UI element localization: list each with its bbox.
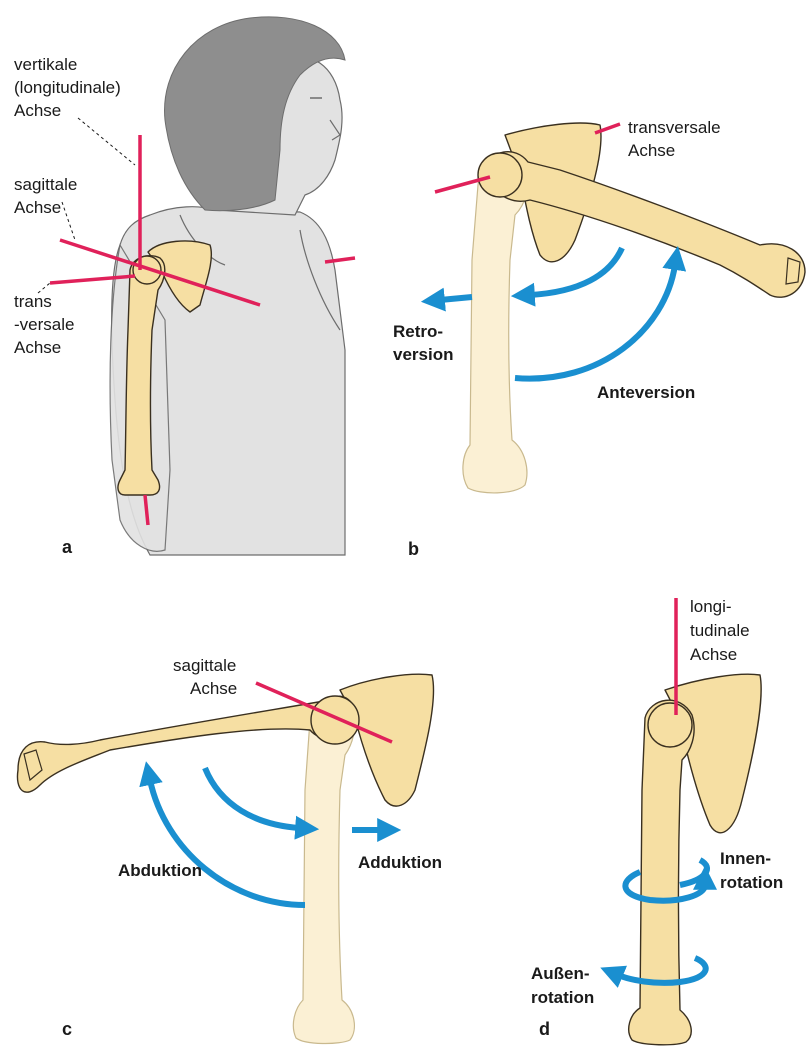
innenrotation-arrow-back bbox=[680, 860, 707, 885]
humerus-b-rest bbox=[463, 159, 528, 493]
label-aussenrotation: Außen- rotation bbox=[531, 964, 594, 1007]
label-transversal-axis-a: trans -versale Achse bbox=[14, 292, 79, 357]
label-adduktion: Adduktion bbox=[358, 853, 442, 872]
panel-d: longi- tudinale Achse Innen- rotation Au… bbox=[531, 597, 783, 1045]
label-sagittal-axis-c: sagittale Achse bbox=[173, 656, 241, 698]
panel-a: vertikale (longitudinale) Achse sagittal… bbox=[14, 17, 355, 557]
panel-c: sagittale Achse Abduktion Adduktion c bbox=[17, 656, 442, 1044]
adduktion-arrow bbox=[205, 768, 300, 828]
retroversion-arrow-short bbox=[440, 297, 472, 300]
panel-letter-b: b bbox=[408, 539, 419, 559]
label-innenrotation: Innen- rotation bbox=[720, 849, 783, 892]
label-longitudinal-axis-d: longi- tudinale Achse bbox=[690, 597, 754, 664]
panel-letter-c: c bbox=[62, 1019, 72, 1039]
label-sagittal-axis-a: sagittale Achse bbox=[14, 175, 82, 217]
leader-sagittal bbox=[62, 202, 75, 240]
panel-b: transversale Achse Retro- version Anteve… bbox=[393, 118, 805, 559]
label-transversal-axis-b: transversale Achse bbox=[628, 118, 725, 160]
panel-letter-d: d bbox=[539, 1019, 550, 1039]
label-anteversion: Anteversion bbox=[597, 383, 695, 402]
label-vertical-axis: vertikale (longitudinale) Achse bbox=[14, 55, 126, 120]
label-abduktion: Abduktion bbox=[118, 861, 202, 880]
label-retroversion: Retro- version bbox=[393, 322, 453, 364]
panel-letter-a: a bbox=[62, 537, 73, 557]
humeral-head-c bbox=[311, 696, 359, 744]
leader-vertical bbox=[78, 118, 135, 165]
humeral-head-d bbox=[648, 703, 692, 747]
anteversion-arrow bbox=[515, 265, 675, 379]
humerus-c-raised bbox=[17, 696, 355, 792]
humeral-head-b bbox=[478, 153, 522, 197]
humerus-c-rest bbox=[293, 700, 354, 1043]
